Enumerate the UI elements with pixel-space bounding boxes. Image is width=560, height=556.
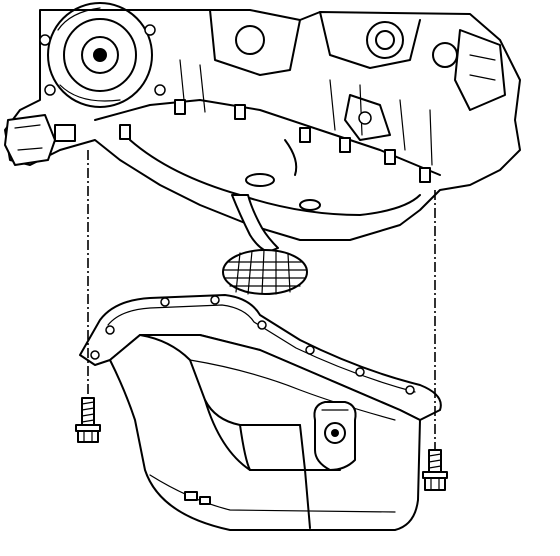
block-rail-bolt-holes bbox=[119, 99, 431, 183]
oil-pan-bolt-right bbox=[422, 449, 448, 491]
alignment-lines bbox=[87, 150, 436, 450]
oil-pan-bolt-left bbox=[75, 397, 101, 443]
oil-pan bbox=[79, 294, 442, 531]
pickup-screen-mesh bbox=[223, 249, 307, 295]
engine-block bbox=[4, 2, 521, 241]
oil-pump-pickup-screen bbox=[222, 194, 308, 295]
pan-flange-bolt-holes bbox=[90, 295, 415, 395]
